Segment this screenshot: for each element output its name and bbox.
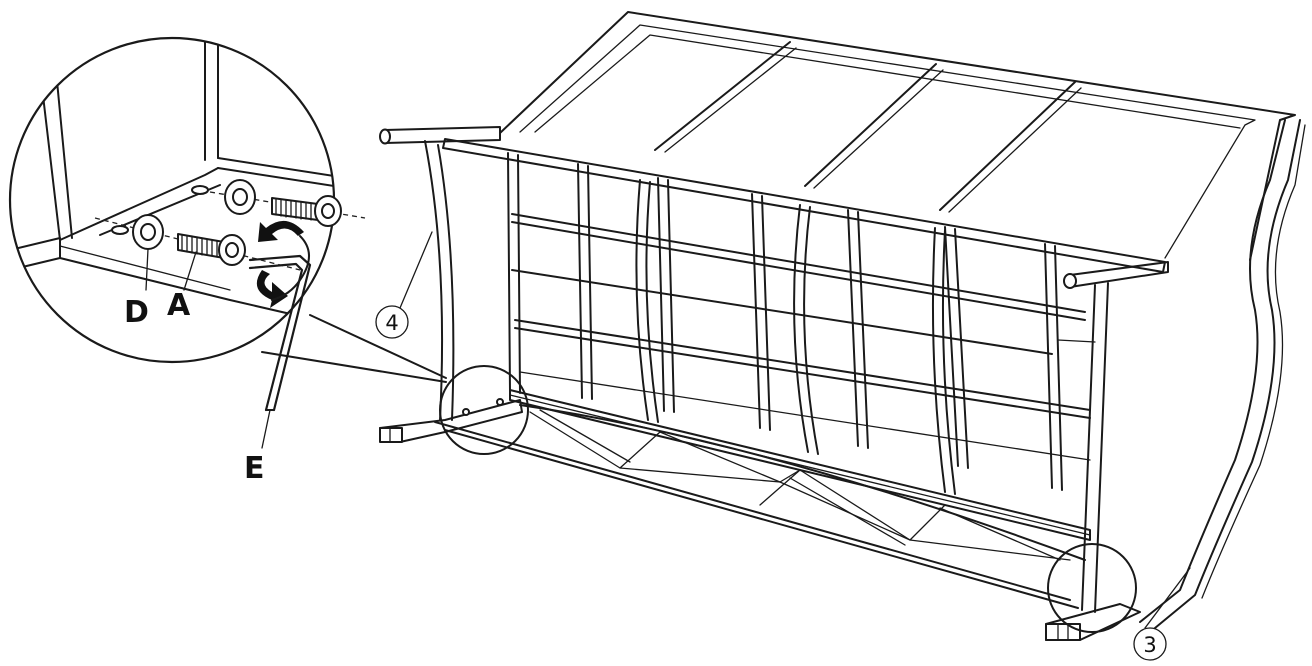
back-panel-inner-2 [534, 34, 1241, 133]
left-foot-pad [379, 427, 403, 443]
right-tube [1069, 261, 1169, 288]
part-label-D: D [124, 295, 149, 330]
zoom-detail [8, 36, 366, 449]
seat-grid [507, 152, 1096, 495]
back-bar-3 [939, 81, 1076, 211]
bottom-rail-inner [509, 394, 1091, 536]
callout-4-label: 4 [385, 311, 398, 335]
back-panel-inner [519, 24, 1256, 259]
callout-4-leader [399, 231, 433, 309]
zoom-connector [261, 351, 447, 383]
bottom-truss [434, 404, 1086, 609]
right-side-frame-2 [1154, 119, 1301, 629]
back-bar-1b [664, 47, 797, 153]
callout-3-circle [1133, 627, 1167, 661]
right-side-frame-3 [1201, 124, 1306, 599]
right-front-leg [1081, 282, 1109, 613]
screw-upper [271, 195, 342, 227]
back-bar-3b [948, 87, 1082, 213]
sofa-frame [379, 11, 1306, 641]
screw-A [177, 233, 246, 266]
right-tube-end [1063, 273, 1077, 289]
bottom-rail [509, 389, 1091, 541]
back-bar-2 [804, 63, 937, 187]
rotate-arrow-lower [256, 270, 288, 308]
rotate-arrow-upper [258, 220, 304, 242]
part-label-A: A [167, 288, 191, 323]
back-bar-1 [654, 41, 791, 151]
top-rail [442, 138, 1166, 273]
detail-circle-left [439, 365, 529, 455]
callout-4-circle [375, 305, 409, 339]
detail-circle-right [1047, 543, 1137, 633]
left-tube [384, 126, 501, 144]
right-side-frame-1 [1139, 119, 1286, 623]
leader-D [145, 248, 149, 291]
leader-A [183, 251, 197, 291]
rotation-arrows [256, 220, 310, 308]
part-label-E: E [244, 451, 265, 486]
back-bar-2b [813, 69, 944, 189]
leader-E [261, 409, 271, 449]
callout-3-label: 3 [1143, 633, 1156, 657]
callout-3-leader [1144, 567, 1191, 629]
right-foot-pad [1045, 623, 1081, 641]
left-side-frame-outer [424, 140, 444, 421]
left-tube-end [379, 128, 391, 145]
zoom-connector-2 [309, 314, 447, 379]
back-panel-outline [499, 11, 1296, 261]
